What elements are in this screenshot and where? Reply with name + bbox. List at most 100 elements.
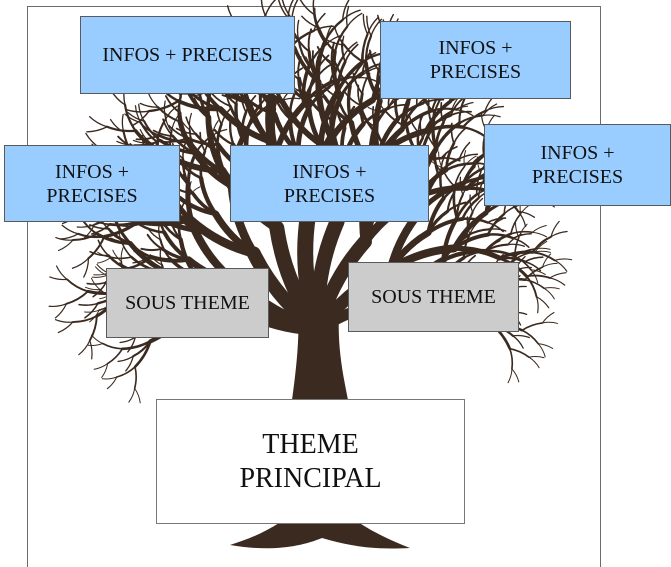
tree-branch — [211, 92, 232, 108]
tree-branch — [54, 303, 67, 319]
tree-branch — [476, 156, 482, 174]
tree-branch — [486, 212, 506, 236]
tree-branch — [90, 277, 101, 291]
tree-branch — [301, 15, 320, 29]
tree-branch — [82, 223, 96, 240]
info-box-3[interactable]: INFOS + PRECISES — [4, 145, 180, 222]
tree-branch — [135, 134, 160, 141]
tree-branch — [486, 233, 515, 240]
tree-branch — [93, 363, 109, 370]
tree-branch — [316, 52, 320, 73]
tree-branch — [157, 133, 191, 144]
tree-branch — [525, 275, 538, 298]
tree-branch — [65, 278, 89, 293]
tree-branch — [458, 153, 479, 160]
tree-branch — [475, 171, 482, 196]
tree-branch — [110, 237, 131, 244]
tree-branch — [139, 102, 159, 108]
tree-branch — [357, 84, 362, 107]
tree-branch — [188, 112, 193, 131]
tree-branch — [515, 221, 520, 238]
tree-branch — [449, 97, 465, 117]
tree-branch — [543, 287, 555, 300]
tree-branch — [65, 290, 89, 305]
tree-branch — [282, 97, 301, 101]
tree-branch — [442, 106, 457, 124]
info-box-1[interactable]: INFOS + PRECISES — [80, 16, 295, 94]
tree-branch — [162, 118, 174, 137]
tree-branch — [86, 281, 107, 285]
tree-branch — [431, 110, 453, 128]
tree-branch — [550, 230, 568, 238]
tree-branch — [531, 251, 556, 262]
tree-branch — [57, 321, 74, 334]
tree-branch — [329, 88, 341, 122]
tree-branch — [518, 223, 528, 238]
sub-theme-box-2[interactable]: SOUS THEME — [348, 262, 519, 332]
info-box-4[interactable]: INFOS + PRECISES — [230, 145, 429, 222]
tree-branch — [541, 253, 552, 268]
tree-branch — [297, 89, 326, 98]
tree-branch — [139, 129, 152, 144]
tree-branch — [462, 250, 488, 259]
tree-branch — [534, 250, 551, 253]
tree-branch — [159, 238, 172, 260]
info-box-4-label: INFOS + PRECISES — [283, 160, 376, 207]
tree-branch — [120, 247, 124, 263]
info-box-2-label: INFOS + PRECISES — [429, 37, 522, 83]
tree-branch — [488, 228, 507, 232]
tree-branch — [49, 276, 68, 281]
tree-branch — [361, 51, 377, 65]
tree-branch — [87, 343, 104, 347]
tree-branch — [314, 7, 320, 29]
tree-branch — [434, 128, 442, 149]
tree-branch — [541, 262, 558, 268]
tree-branch — [485, 250, 504, 254]
tree-branch — [345, 5, 350, 28]
tree-branch — [514, 251, 537, 261]
main-theme-label: THEME PRINCIPAL — [239, 428, 382, 494]
tree-branch — [106, 376, 118, 390]
tree-branch — [170, 115, 179, 133]
tree-branch — [159, 249, 163, 266]
tree-branch — [441, 166, 456, 188]
tree-branch — [346, 12, 363, 28]
tree-branch — [477, 179, 485, 199]
tree-branch — [534, 247, 551, 250]
tree-branch — [335, 63, 352, 88]
tree-branch — [244, 96, 277, 116]
tree-branch — [438, 151, 443, 168]
info-box-2[interactable]: INFOS + PRECISES — [380, 21, 571, 99]
tree-branch — [89, 309, 100, 323]
tree-branch — [55, 236, 74, 241]
tree-branch — [362, 13, 369, 35]
tree-branch — [313, 12, 326, 32]
tree-branch — [469, 194, 474, 213]
tree-branch — [466, 216, 471, 235]
tree-branch — [185, 116, 197, 135]
tree-branch — [260, 0, 267, 17]
tree-branch — [368, 49, 380, 72]
tree-branch — [458, 114, 484, 125]
tree-branch — [147, 91, 159, 108]
tree-branch — [72, 233, 99, 241]
tree-branch — [307, 28, 313, 53]
tree-branch — [430, 153, 442, 173]
tree-branch — [370, 18, 383, 37]
tree-branch — [461, 217, 489, 224]
tree-branch — [537, 343, 554, 349]
tree-branch — [517, 210, 527, 228]
tree-branch — [127, 111, 145, 122]
main-theme-box[interactable]: THEME PRINCIPAL — [156, 399, 465, 524]
tree-branch — [349, 63, 364, 88]
tree-branch — [425, 129, 437, 149]
info-box-5[interactable]: INFOS + PRECISES — [484, 124, 671, 206]
tree-branch — [376, 96, 387, 113]
tree-branch — [140, 247, 164, 252]
tree-branch — [97, 251, 112, 258]
tree-branch — [137, 223, 166, 234]
sub-theme-box-1[interactable]: SOUS THEME — [106, 268, 269, 338]
tree-branch — [334, 76, 339, 99]
tree-branch — [341, 9, 361, 21]
tree-branch — [296, 19, 300, 41]
